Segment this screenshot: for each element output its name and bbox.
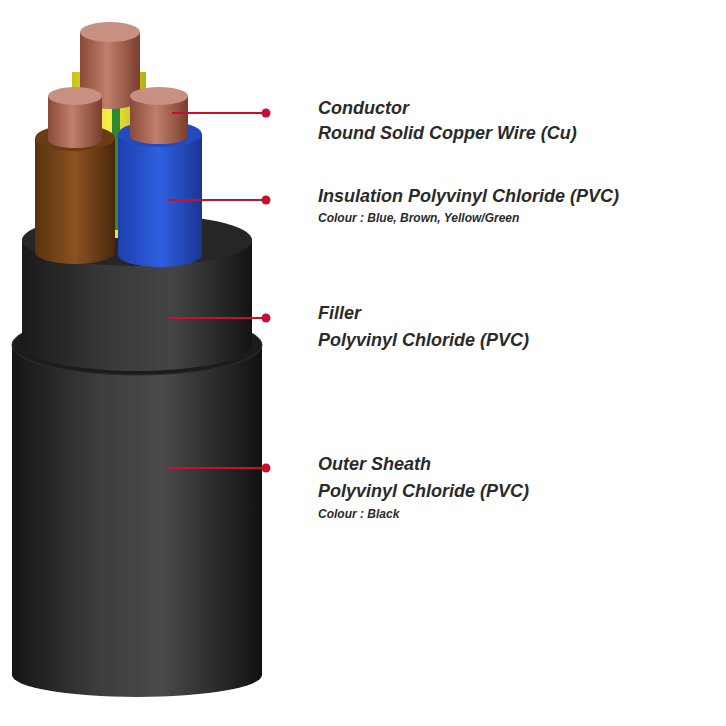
colour-note: Colour : Black bbox=[318, 507, 399, 521]
part-label: Polyvinyl Chloride (PVC) bbox=[318, 330, 529, 351]
part-label: Round Solid Copper Wire (Cu) bbox=[318, 123, 577, 144]
leader-line bbox=[172, 112, 264, 114]
part-label: Filler bbox=[318, 303, 361, 324]
leader-dot bbox=[262, 464, 271, 473]
part-label: Insulation Polyvinyl Chloride (PVC) bbox=[318, 186, 619, 207]
part-label: Outer Sheath bbox=[318, 454, 431, 475]
leader-dot bbox=[262, 314, 271, 323]
outer-sheath bbox=[12, 345, 262, 697]
leader-line bbox=[168, 317, 264, 319]
leader-line bbox=[168, 199, 264, 201]
copper-top bbox=[130, 87, 188, 105]
copper-top bbox=[80, 22, 140, 42]
colour-note: Colour : Blue, Brown, Yellow/Green bbox=[318, 211, 519, 225]
leader-dot bbox=[262, 196, 271, 205]
part-label: Conductor bbox=[318, 98, 409, 119]
leader-dot bbox=[262, 109, 271, 118]
leader-line bbox=[168, 467, 264, 469]
copper-top bbox=[48, 87, 102, 105]
part-label: Polyvinyl Chloride (PVC) bbox=[318, 481, 529, 502]
brown-insulation bbox=[35, 138, 115, 264]
